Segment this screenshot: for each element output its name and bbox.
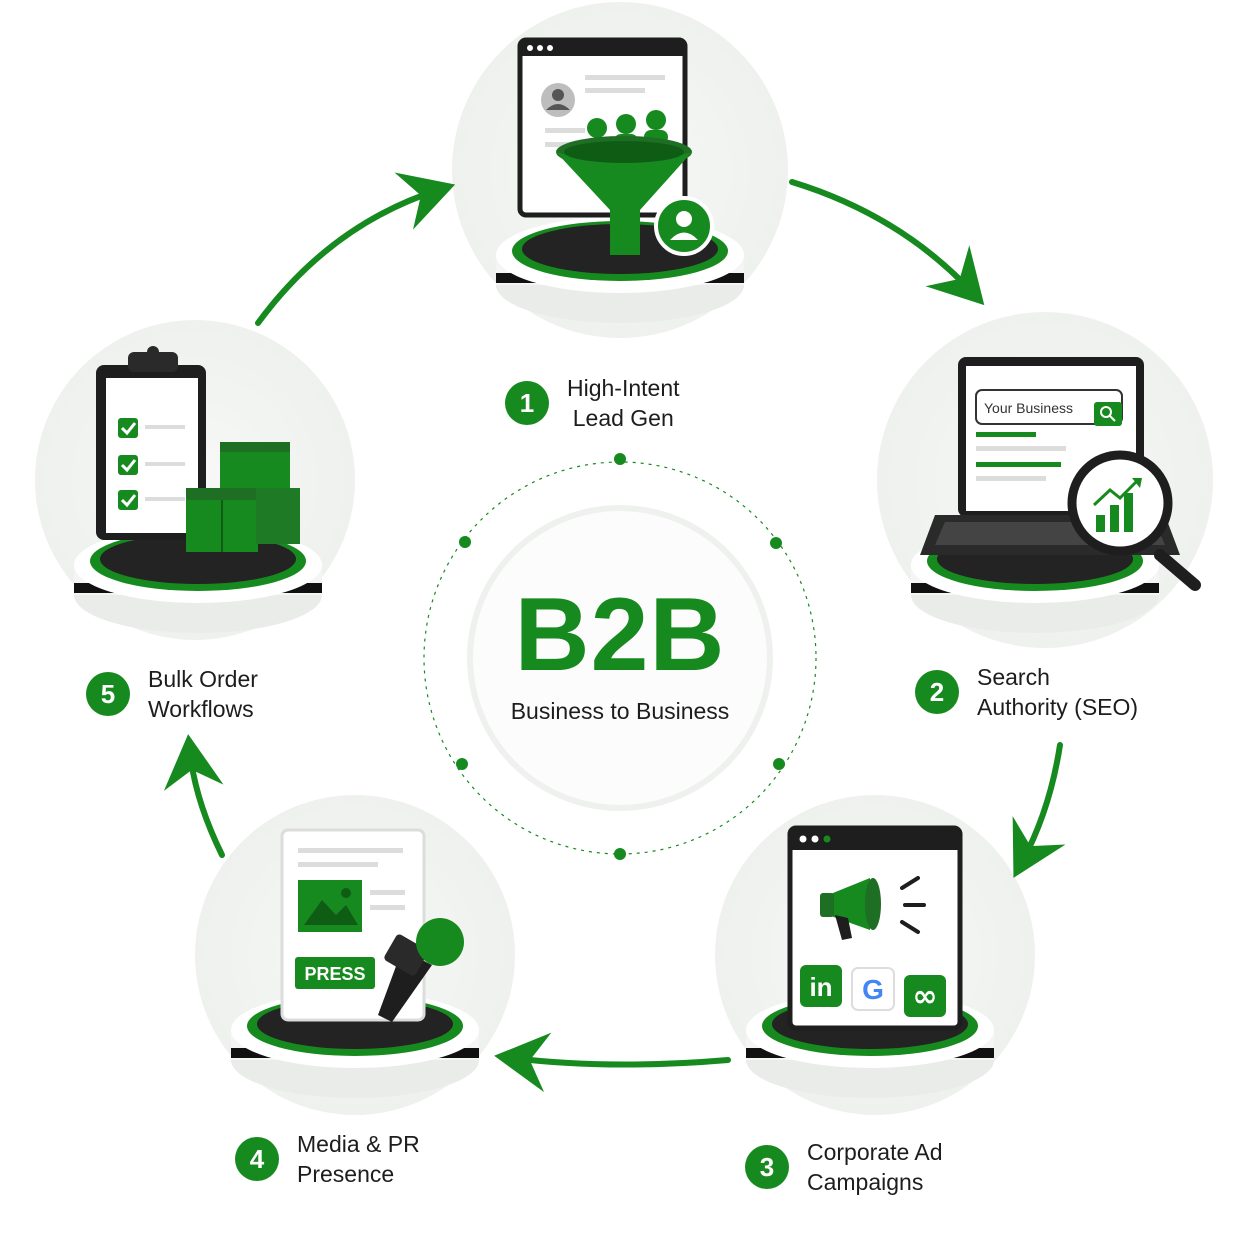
center-title: B2B [514,577,726,693]
arrow-5-to-1 [255,172,456,326]
podium-step-5 [74,527,322,633]
press-microphone-icon: PRESS [280,828,464,1022]
arrow-3-to-4 [494,1032,731,1093]
step-4-text: Media & PR Presence [297,1129,420,1189]
step-3-line-1: Corporate Ad [807,1139,943,1165]
step-3-number-badge: 3 [745,1145,789,1189]
lead-funnel-icon [517,37,714,256]
arrow-4-to-5 [163,734,225,858]
clipboard-boxes-icon [96,346,300,552]
step-3-text: Corporate Ad Campaigns [807,1137,943,1197]
step-1-number-badge: 1 [505,381,549,425]
step-5-number-badge: 5 [86,672,130,716]
seo-laptop-icon: Your Business [920,357,1201,591]
step-4-label: 4 Media & PR Presence [235,1129,420,1189]
step-4-line-2: Presence [297,1161,395,1187]
meta-icon: ∞ [913,979,938,1014]
step-5-line-2: Workflows [148,696,254,722]
step-1-text: High-Intent Lead Gen [567,373,680,433]
step-3-label: 3 Corporate Ad Campaigns [745,1137,943,1197]
step-2-text: Search Authority (SEO) [977,662,1138,722]
step-5-line-1: Bulk Order [148,666,258,692]
arrow-2-to-3 [1012,742,1066,878]
step-5-label: 5 Bulk Order Workflows [86,664,258,724]
step-2-number-badge: 2 [915,670,959,714]
step-4-number-badge: 4 [235,1137,279,1181]
center-dotted-ring [423,461,817,855]
linkedin-icon: in [809,972,832,1002]
center-disc [467,505,773,811]
step-1-label: 1 High-Intent Lead Gen [505,373,680,433]
step-3-line-2: Campaigns [807,1169,924,1195]
google-icon: G [862,974,884,1005]
step-2-line-2: Authority (SEO) [977,694,1139,720]
ad-megaphone-icon: in G ∞ [787,825,963,1031]
step-2-label: 2 Search Authority (SEO) [915,662,1138,722]
step-1-line-2: Lead Gen [572,405,674,431]
press-badge: PRESS [304,964,365,984]
arrow-1-to-2 [789,179,985,306]
step-1-line-1: High-Intent [567,375,680,401]
center-subtitle: Business to Business [510,698,730,724]
cycle-arrows [163,172,1066,1093]
step-5-text: Bulk Order Workflows [148,664,258,724]
step-4-line-1: Media & PR [297,1131,420,1157]
step-2-line-1: Search [977,664,1050,690]
ring-dots [456,453,785,860]
seo-search-text: Your Business [984,400,1073,416]
